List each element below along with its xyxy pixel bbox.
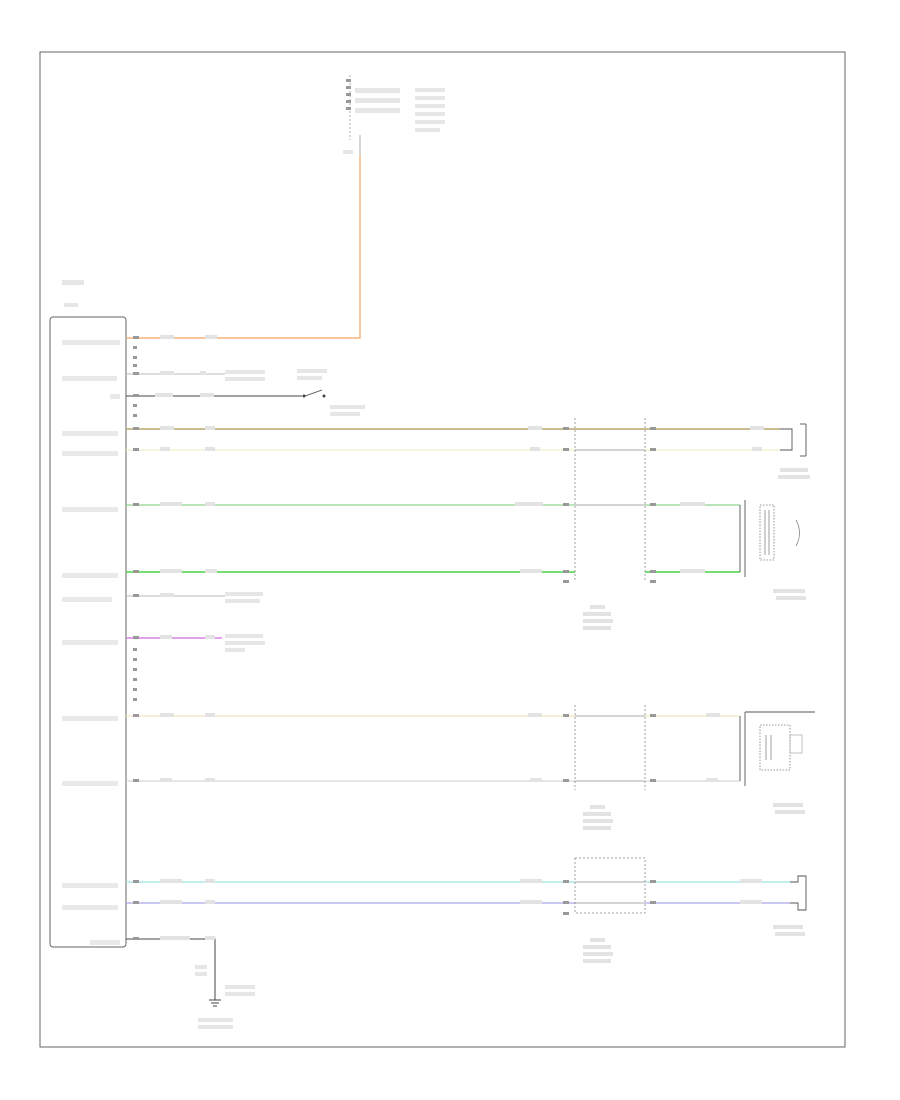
connector-rear-left-pins — [563, 714, 656, 782]
diagram-frame — [39, 51, 846, 1048]
switch-icon — [302, 389, 326, 398]
radio-pins — [133, 336, 139, 940]
connector-rear-left-labels — [583, 805, 613, 830]
connector-front — [574, 418, 646, 580]
connector-front-pins — [563, 427, 656, 583]
wire-labels — [155, 335, 764, 940]
antenna-label — [62, 280, 84, 285]
connector-rear-right-labels — [583, 938, 613, 963]
connector-rear-left — [574, 705, 646, 790]
radio-pin-labels — [62, 340, 120, 945]
wire-black-ground — [126, 938, 216, 1000]
wire-orange-battery — [126, 155, 361, 339]
speaker-icon — [739, 711, 815, 786]
fuse-block — [343, 75, 445, 154]
speaker-icon — [739, 500, 800, 577]
speaker-right-front-label — [773, 589, 806, 600]
ground-icon — [209, 999, 221, 1007]
speaker-icon — [780, 423, 807, 457]
speaker-right-rear-label — [773, 925, 805, 936]
speaker-left-front-label — [778, 468, 810, 479]
radio-unit — [49, 316, 127, 948]
connector-rear-right — [574, 857, 646, 914]
speaker-left-rear-label — [773, 803, 805, 814]
connector-rear-right-pins — [563, 880, 656, 915]
connector-front-labels — [583, 605, 613, 630]
speaker-icon — [790, 875, 807, 911]
